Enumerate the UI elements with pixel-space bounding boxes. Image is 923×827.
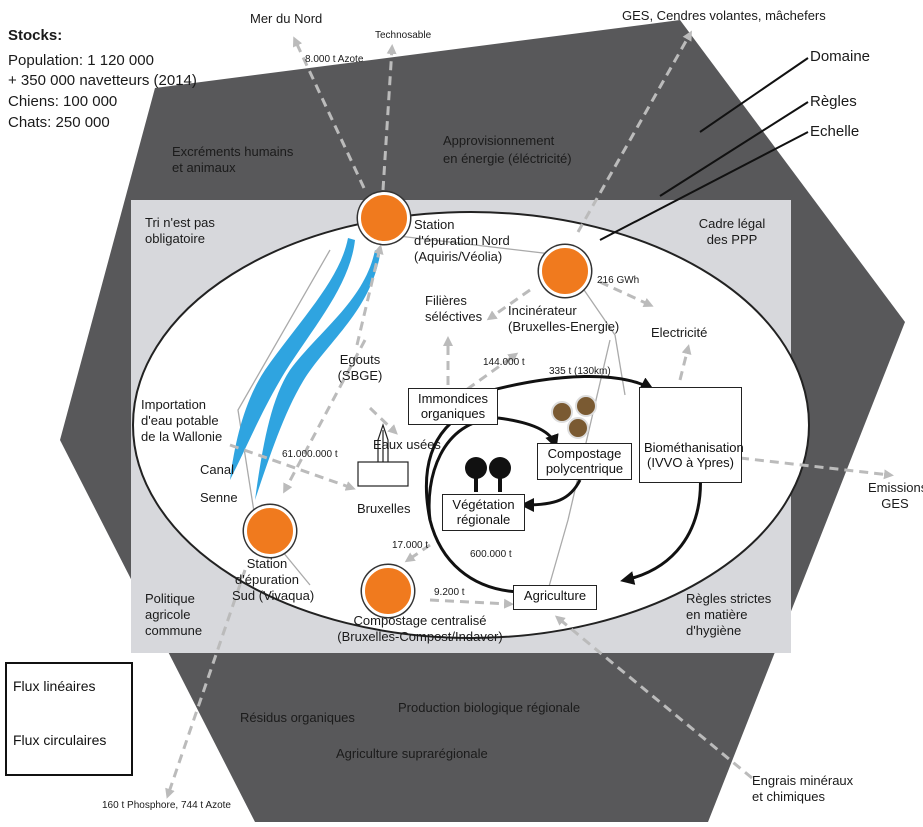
- importation-label: Importation: [141, 397, 207, 412]
- outer-agriculture-supra: Agriculture suprarégionale: [336, 746, 488, 761]
- biomethanisation-line: (IVVO à Ypres): [647, 455, 734, 470]
- flow-335: 335 t (130km): [549, 366, 611, 377]
- factory-icon-station-sud: [244, 505, 296, 557]
- ext-engrais: et chimiques: [752, 789, 825, 804]
- rules-tri: obligatoire: [145, 231, 205, 246]
- canal-label: Canal: [200, 462, 234, 477]
- station-nord-label: Station: [414, 217, 455, 232]
- ext-mer: Mer du Nord: [250, 11, 323, 26]
- ext-emissions: Emissions: [868, 480, 923, 495]
- stocks-line: + 350 000 navetteurs (2014): [8, 72, 197, 89]
- rules-politique: Politique: [145, 591, 195, 606]
- electricite-label: Electricité: [651, 325, 708, 340]
- outer-excrements: et animaux: [172, 160, 236, 175]
- filieres-label: Filières: [425, 293, 467, 308]
- compostage-central-label: Compostage centralisé: [353, 613, 487, 628]
- stocks-line: Population: 1 120 000: [8, 52, 154, 69]
- incinerateur-label: Incinérateur: [508, 303, 577, 318]
- egouts-label: (SBGE): [337, 368, 383, 383]
- ext-ges-cendres: GES, Cendres volantes, mâchefers: [622, 8, 826, 23]
- senne-stream: [255, 250, 380, 500]
- rules-regles-strictes: d'hygiène: [686, 623, 742, 638]
- leader-echelle: [599, 131, 809, 241]
- canal-stream: [230, 238, 355, 480]
- ext-technosable: Technosable: [375, 30, 432, 41]
- legend-lineaires: Flux linéaires: [13, 678, 96, 694]
- rules-regles-strictes: en matière: [686, 607, 748, 622]
- legend: Flux linéaires Flux circulaires: [5, 662, 133, 776]
- outer-residus: Résidus organiques: [240, 710, 355, 725]
- legend-circulaires: Flux circulaires: [13, 732, 107, 748]
- factory-icon-station-nord: [358, 192, 410, 244]
- rules-politique: agricole: [145, 607, 191, 622]
- factory-icon-incinerateur: [539, 245, 591, 297]
- vegetation-box: Végétation régionale: [442, 494, 525, 531]
- flow-9200: 9.200 t: [434, 587, 465, 598]
- station-nord-label: (Aquiris/Véolia): [414, 249, 503, 264]
- importation-label: d'eau potable: [141, 413, 219, 428]
- immondices-line: organiques: [420, 406, 486, 421]
- tree-icons: [465, 457, 511, 492]
- leader-regles: [659, 101, 809, 197]
- label-domaine: Domaine: [810, 48, 871, 65]
- label-regles: Règles: [810, 93, 857, 110]
- flow-144000: 144.000 t: [483, 357, 525, 368]
- compostage-poly-line: Compostage: [547, 446, 622, 461]
- filieres-label: séléctives: [425, 309, 483, 324]
- stocks-title: Stocks:: [8, 27, 63, 44]
- ext-azote: 8.000 t Azote: [305, 54, 364, 65]
- flow-61000000: 61.000.000 t: [282, 449, 338, 460]
- station-sud-label: Sud (Vivaqua): [232, 588, 315, 603]
- incinerateur-label: (Bruxelles-Energie): [508, 319, 620, 334]
- station-sud-label: d'épuration: [235, 572, 299, 587]
- station-nord-label: d'épuration Nord: [414, 233, 510, 248]
- stocks-line: Chats: 250 000: [8, 114, 110, 131]
- stocks-line: Chiens: 100 000: [8, 93, 118, 110]
- ext-phosphore: 160 t Phosphore, 744 t Azote: [102, 800, 231, 811]
- compost-pots-icon: [551, 395, 597, 439]
- rules-regles-strictes: Règles strictes: [686, 591, 772, 606]
- compostage-poly-box: Compostage polycentrique: [537, 443, 632, 480]
- station-sud-label: Station: [246, 556, 288, 571]
- senne-label: Senne: [200, 490, 238, 505]
- agriculture-box: Agriculture: [513, 585, 597, 610]
- importation-label: de la Wallonie: [141, 429, 223, 444]
- rules-cadre: des PPP: [706, 232, 758, 247]
- flow-gwh: 216 GWh: [597, 275, 640, 286]
- vegetation-line: Végétation: [452, 497, 515, 512]
- outer-excrements: Excréments humains: [172, 144, 294, 159]
- biomethanisation-box: Biométhanisation (IVVO à Ypres): [639, 387, 744, 483]
- bruxelles-label: Bruxelles: [357, 501, 411, 516]
- rules-tri: Tri n'est pas: [145, 215, 215, 230]
- eaux-usees-label: Eaux usées: [373, 437, 441, 452]
- biomethanisation-line: Biométhanisation: [644, 440, 744, 455]
- compostage-poly-line: polycentrique: [545, 461, 624, 476]
- immondices-line: Immondices: [417, 391, 489, 406]
- circular-flows: [424, 375, 702, 594]
- leader-domaine: [699, 57, 809, 133]
- egouts-label: Egouts: [339, 352, 381, 367]
- rules-politique: commune: [145, 623, 203, 638]
- vegetation-line: régionale: [456, 512, 511, 527]
- flow-17000: 17.000 t: [392, 540, 429, 551]
- compostage-central-label: (Bruxelles-Compost/Indaver): [337, 629, 503, 644]
- outer-production: Production biologique régionale: [398, 700, 581, 715]
- ext-emissions: GES: [881, 496, 909, 511]
- label-echelle: Echelle: [810, 123, 860, 140]
- factory-icon-compostage-central: [362, 565, 414, 617]
- outer-energie: Approvisionnement: [443, 133, 555, 148]
- ext-engrais: Engrais minéraux: [752, 773, 854, 788]
- flow-600000: 600.000 t: [470, 549, 512, 560]
- outer-energie: en énergie (éléctricité): [443, 151, 572, 166]
- linear-flows: [165, 30, 894, 799]
- immondices-box: Immondices organiques: [408, 388, 498, 425]
- rules-cadre: Cadre légal: [698, 216, 766, 231]
- city-hall-icon: [357, 423, 409, 487]
